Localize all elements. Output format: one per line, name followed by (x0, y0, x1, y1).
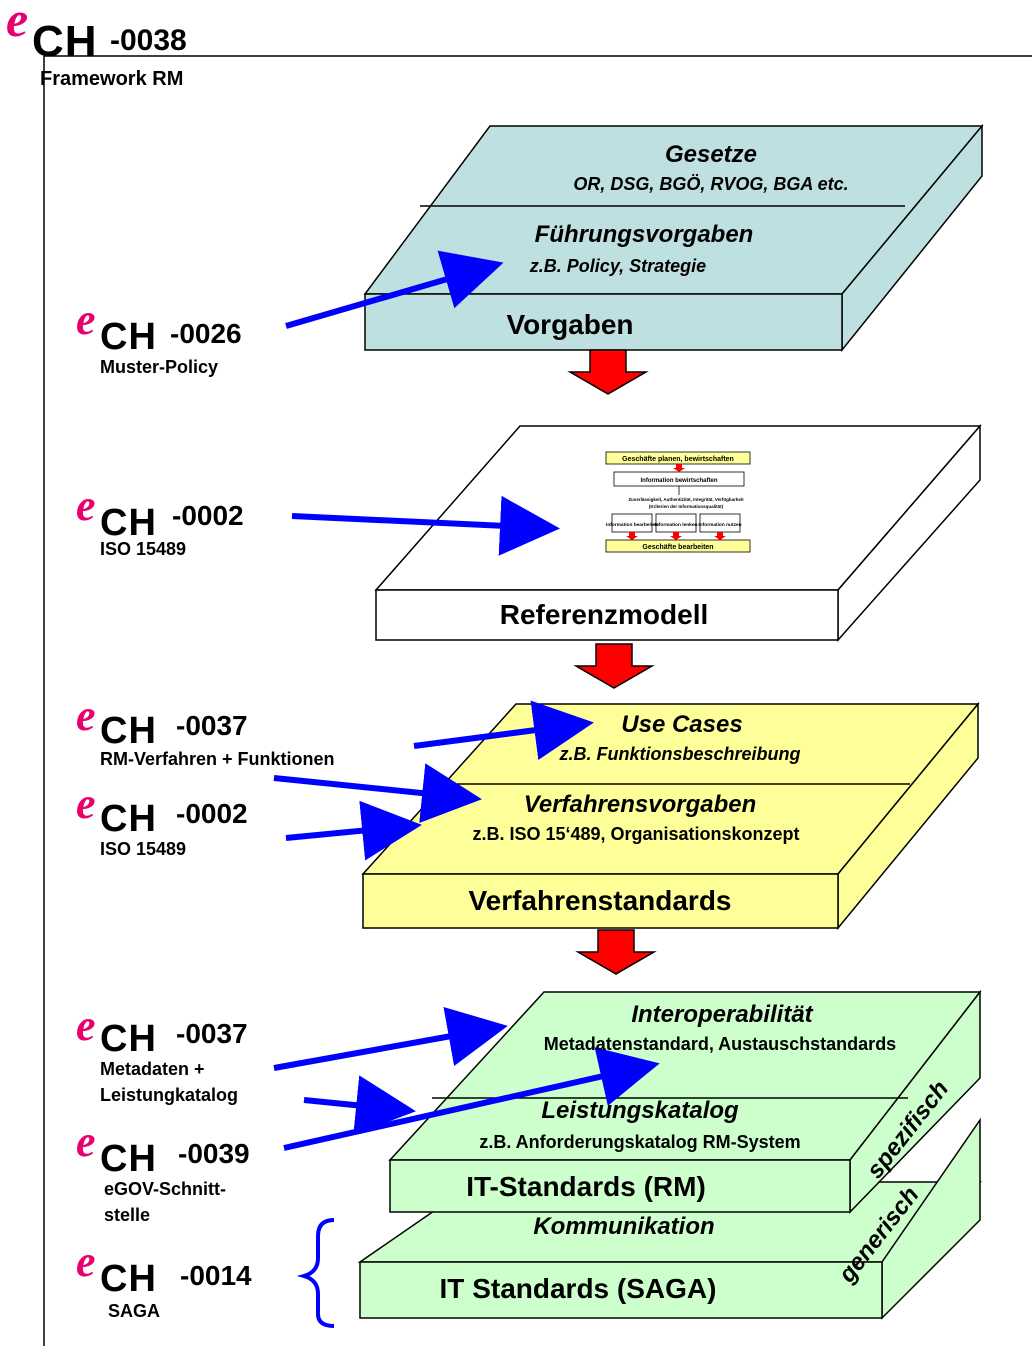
layer-vorgaben (363, 123, 984, 353)
saga-front-label: IT Standards (SAGA) (440, 1273, 717, 1304)
verfahren-mid-title: Verfahrensvorgaben (524, 791, 757, 818)
it-top-title: Interoperabilität (631, 1001, 813, 1028)
mini-box-a: Information bearbeiten (606, 522, 658, 528)
red-arrow-3 (575, 929, 657, 975)
mini-reference-model (605, 451, 751, 553)
it-top-sub: Metadatenstandard, Austauschstandards (544, 1034, 896, 1054)
arrow-0002-to-referenz (291, 495, 560, 556)
referenz-front-label: Referenzmodell (500, 599, 709, 630)
header-standard-number: -0038 (110, 24, 187, 57)
standard-number: -0037 (176, 710, 248, 741)
standard-subtitle: Metadaten + (100, 1059, 205, 1079)
standard-subtitle-line-2: Leistungkatalog (100, 1085, 239, 1105)
standard-number: -0002 (176, 798, 248, 829)
standard-logo-e: e (76, 481, 96, 530)
saga-brace (296, 1218, 335, 1328)
saga-top-title: Kommunikation (533, 1213, 714, 1240)
standard-logo-ch: CH (100, 798, 157, 840)
standard-logo-e: e (76, 779, 96, 828)
standard-subtitle: Muster-Policy (100, 357, 219, 377)
standard-subtitle: ISO 15489 (100, 539, 187, 559)
vorgaben-front-label: Vorgaben (506, 309, 633, 340)
vorgaben-top-sub: OR, DSG, BGÖ, RVOG, BGA etc. (573, 174, 848, 194)
standard-subtitle-line-2: stelle (104, 1205, 151, 1225)
standard-logo-ch: CH (100, 316, 157, 358)
it-mid-sub: z.B. Anforderungskatalog RM-System (479, 1132, 800, 1152)
mini-bottom-box-text: Geschäfte bearbeiten (642, 544, 713, 551)
mini-criteria-2: (Kriterien der Informationsqualität) (649, 504, 724, 509)
arrow-0037-to-verfahrensvorgaben (273, 763, 482, 823)
saga-front-face (359, 1261, 883, 1319)
verfahren-top-sub: z.B. Funktionsbeschreibung (558, 744, 800, 764)
standard-logo-e: e (76, 1001, 96, 1050)
verfahren-front-label: Verfahrenstandards (469, 885, 732, 916)
vorgaben-mid-sub: z.B. Policy, Strategie (529, 256, 706, 276)
arrow-0037-to-interop (273, 1006, 508, 1071)
red-arrow-1 (567, 349, 649, 395)
standard-subtitle: eGOV-Schnitt- (104, 1179, 227, 1199)
referenz-front-face (375, 589, 839, 641)
standard-logo-ch: CH (100, 502, 157, 544)
blue-arrows (273, 250, 660, 1151)
standard-logo-e: e (76, 1237, 96, 1286)
verfahren-mid-sub: z.B. ISO 15‘489, Organisationskonzept (472, 824, 799, 844)
standard-number: -0002 (172, 500, 244, 531)
header-subtitle: Framework RM (40, 68, 184, 90)
standard-logo-ch: CH (100, 1258, 157, 1300)
standard-subtitle: ISO 15489 (100, 839, 187, 859)
standard-number: -0039 (178, 1138, 250, 1169)
standard-subtitle: SAGA (108, 1301, 161, 1321)
standard-number: -0014 (180, 1260, 252, 1291)
standard-subtitle: RM-Verfahren + Funktionen (100, 749, 335, 769)
mini-mid-box-text: Information bewirtschaften (640, 478, 717, 484)
header-logo-e: e (6, 0, 29, 47)
standard-logo-ch: CH (100, 710, 157, 752)
it-front-label: IT-Standards (RM) (466, 1171, 706, 1202)
layer-it (388, 989, 982, 1214)
standard-logo-e: e (76, 1117, 96, 1166)
verfahren-top-title: Use Cases (621, 711, 742, 738)
standard-logo-ch: CH (100, 1018, 157, 1060)
standard-logo-e: e (76, 295, 96, 344)
arrow-0002-to-iso (285, 800, 422, 861)
it-front-face (389, 1159, 851, 1213)
standard-logo-ch: CH (100, 1138, 157, 1180)
mini-box-c: Information nutzen (698, 522, 741, 528)
standard-number: -0037 (176, 1018, 248, 1049)
mini-box-b: Information lenken (655, 522, 698, 528)
arrow-0037-to-leistung (303, 1075, 416, 1136)
arrow-0026-to-policy (285, 250, 504, 329)
vorgaben-mid-title: Führungsvorgaben (535, 221, 754, 248)
verfahren-front-face (362, 873, 839, 929)
arrow-0037-to-usecases (413, 700, 594, 760)
standard-number: -0026 (170, 318, 242, 349)
mini-top-box-text: Geschäfte planen, bewirtschaften (622, 456, 734, 463)
mini-criteria-1: Zuverlässigkeit, Authentizität, Integrit… (628, 497, 744, 502)
arrow-0039-to-interop (283, 1047, 660, 1151)
layer-verfahren (361, 701, 980, 931)
it-mid-title: Leistungskatalog (541, 1097, 739, 1124)
vorgaben-top-title: Gesetze (665, 141, 757, 168)
red-arrow-2 (573, 643, 655, 689)
standard-logo-e: e (76, 691, 96, 740)
